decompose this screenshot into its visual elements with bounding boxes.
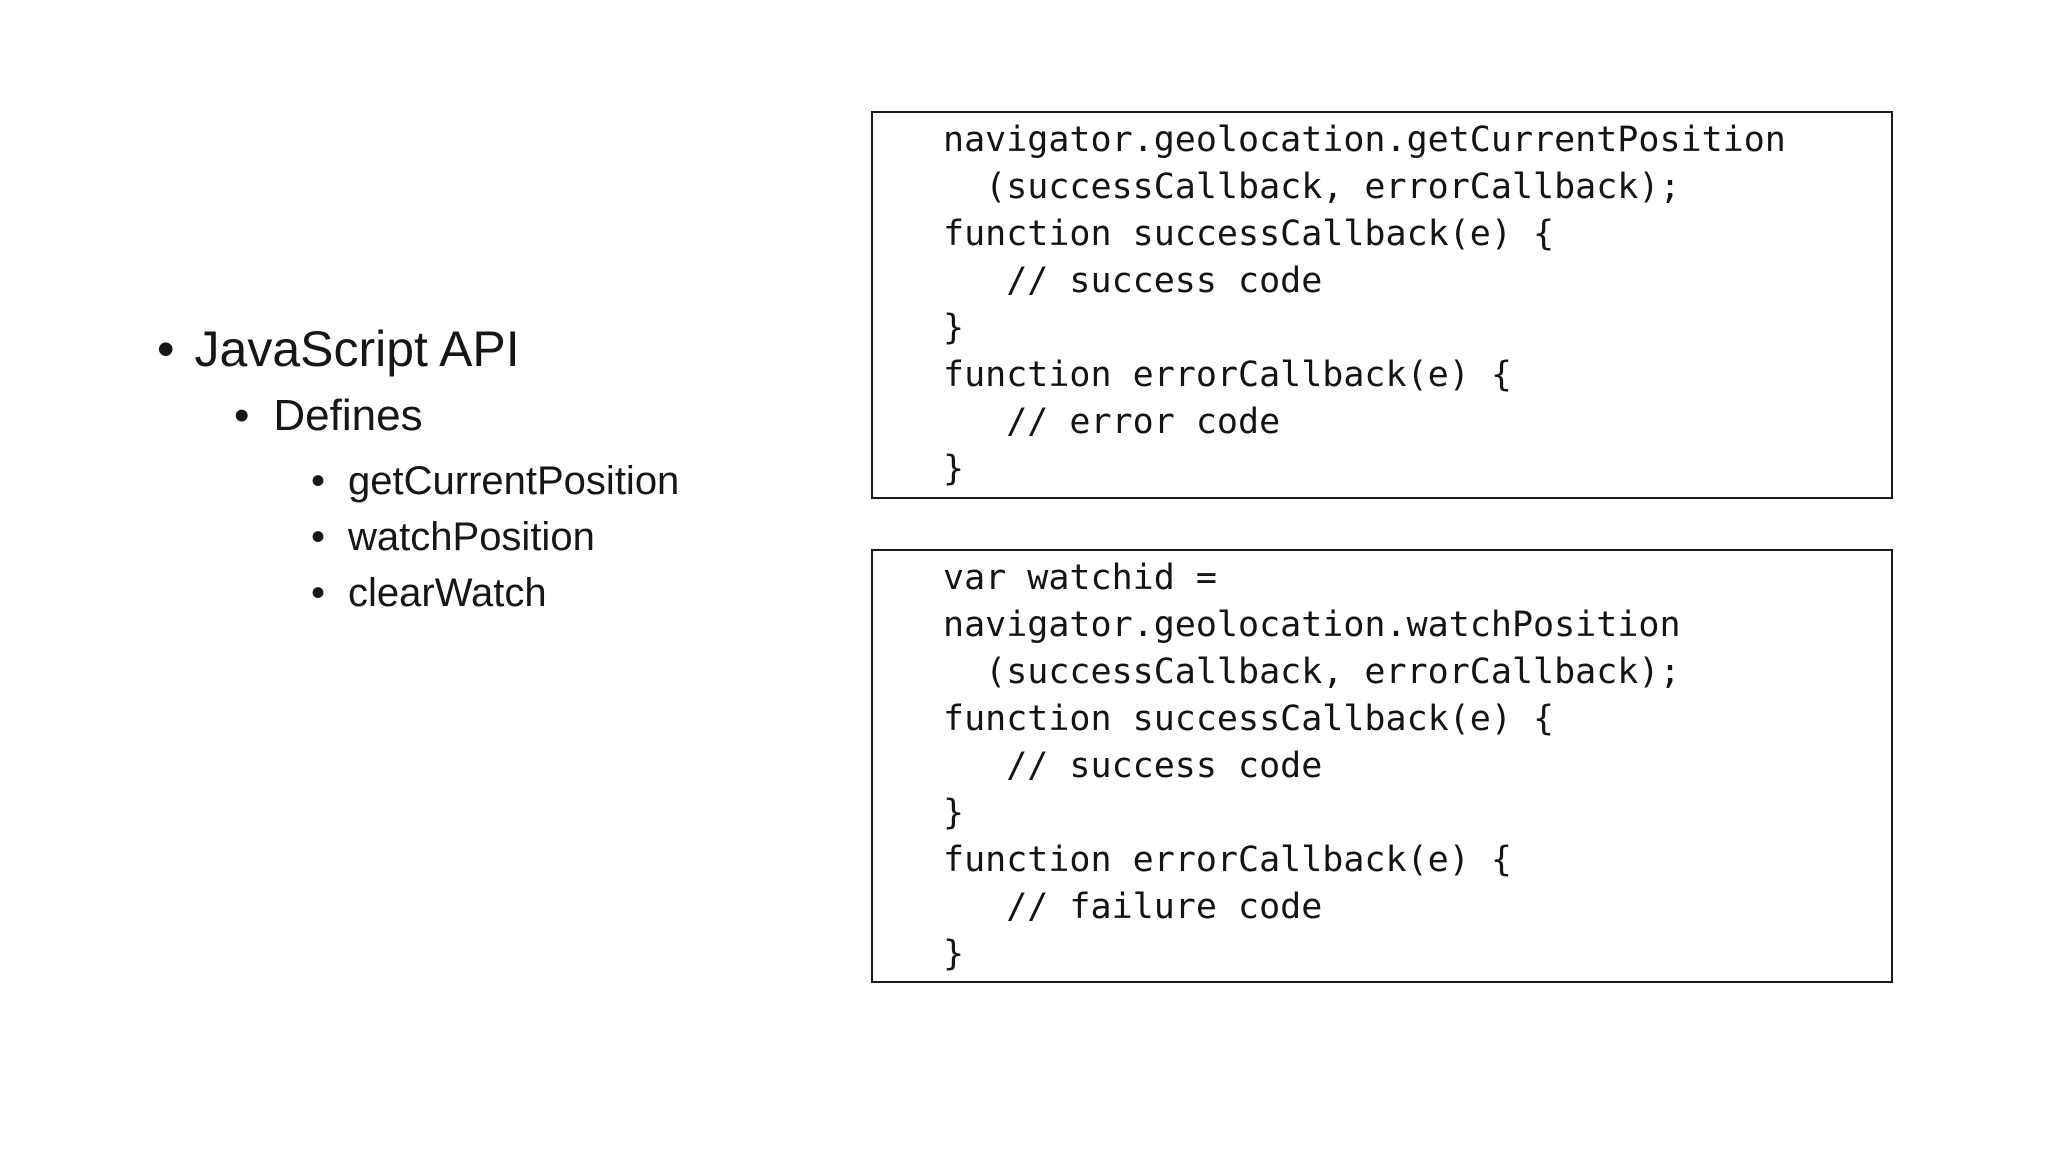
code-line: // success code (943, 261, 1323, 301)
list-item-label: clearWatch (348, 570, 547, 615)
list-item-defines: • Defines (234, 390, 423, 442)
bullet-icon: • (311, 514, 326, 559)
code-line: } (943, 308, 965, 348)
list-item-watchposition: • watchPosition (311, 511, 595, 563)
code-line: function successCallback(e) { (943, 699, 1555, 739)
list-item-getcurrentposition: • getCurrentPosition (311, 455, 679, 507)
list-item-label: getCurrentPosition (348, 458, 680, 503)
list-item-label: JavaScript API (194, 321, 520, 377)
list-item-label: Defines (273, 391, 423, 440)
code-box-getcurrentposition: navigator.geolocation.getCurrentPosition… (871, 111, 1893, 499)
code-line: function errorCallback(e) { (943, 355, 1512, 395)
code-line: function errorCallback(e) { (943, 840, 1512, 880)
code-line: } (943, 793, 965, 833)
code-line: function successCallback(e) { (943, 214, 1555, 254)
code-line: } (943, 934, 965, 974)
code-line: // success code (943, 746, 1323, 786)
list-item-javascript-api: • JavaScript API (157, 317, 520, 381)
code-line: // error code (943, 402, 1281, 442)
code-box-watchposition: var watchid = navigator.geolocation.watch… (871, 549, 1893, 983)
bullet-icon: • (234, 391, 250, 440)
code-line: (successCallback, errorCallback); (943, 652, 1681, 692)
list-item-clearwatch: • clearWatch (311, 567, 547, 619)
bullet-icon: • (311, 570, 326, 615)
code-line: navigator.geolocation.watchPosition (943, 605, 1681, 645)
code-line: // failure code (943, 887, 1323, 927)
bullet-icon: • (157, 321, 175, 377)
code-line: } (943, 449, 965, 489)
bullet-icon: • (311, 458, 326, 503)
code-line: (successCallback, errorCallback); (943, 167, 1681, 207)
list-item-label: watchPosition (348, 514, 595, 559)
code-line: navigator.geolocation.getCurrentPosition (943, 120, 1786, 160)
code-line: var watchid = (943, 558, 1217, 598)
